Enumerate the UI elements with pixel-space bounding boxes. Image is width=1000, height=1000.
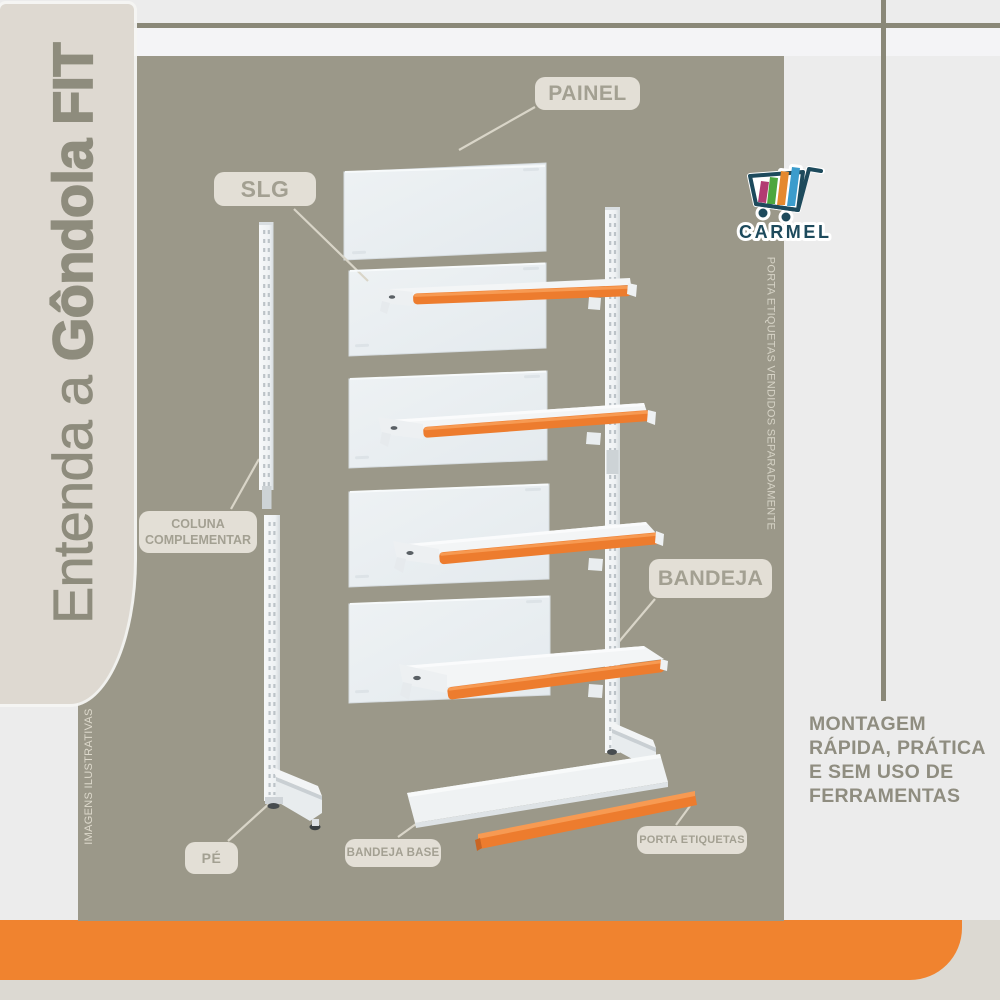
svg-text:CARMEL: CARMEL [739, 222, 832, 242]
svg-text:CARMEL: CARMEL [739, 222, 832, 242]
